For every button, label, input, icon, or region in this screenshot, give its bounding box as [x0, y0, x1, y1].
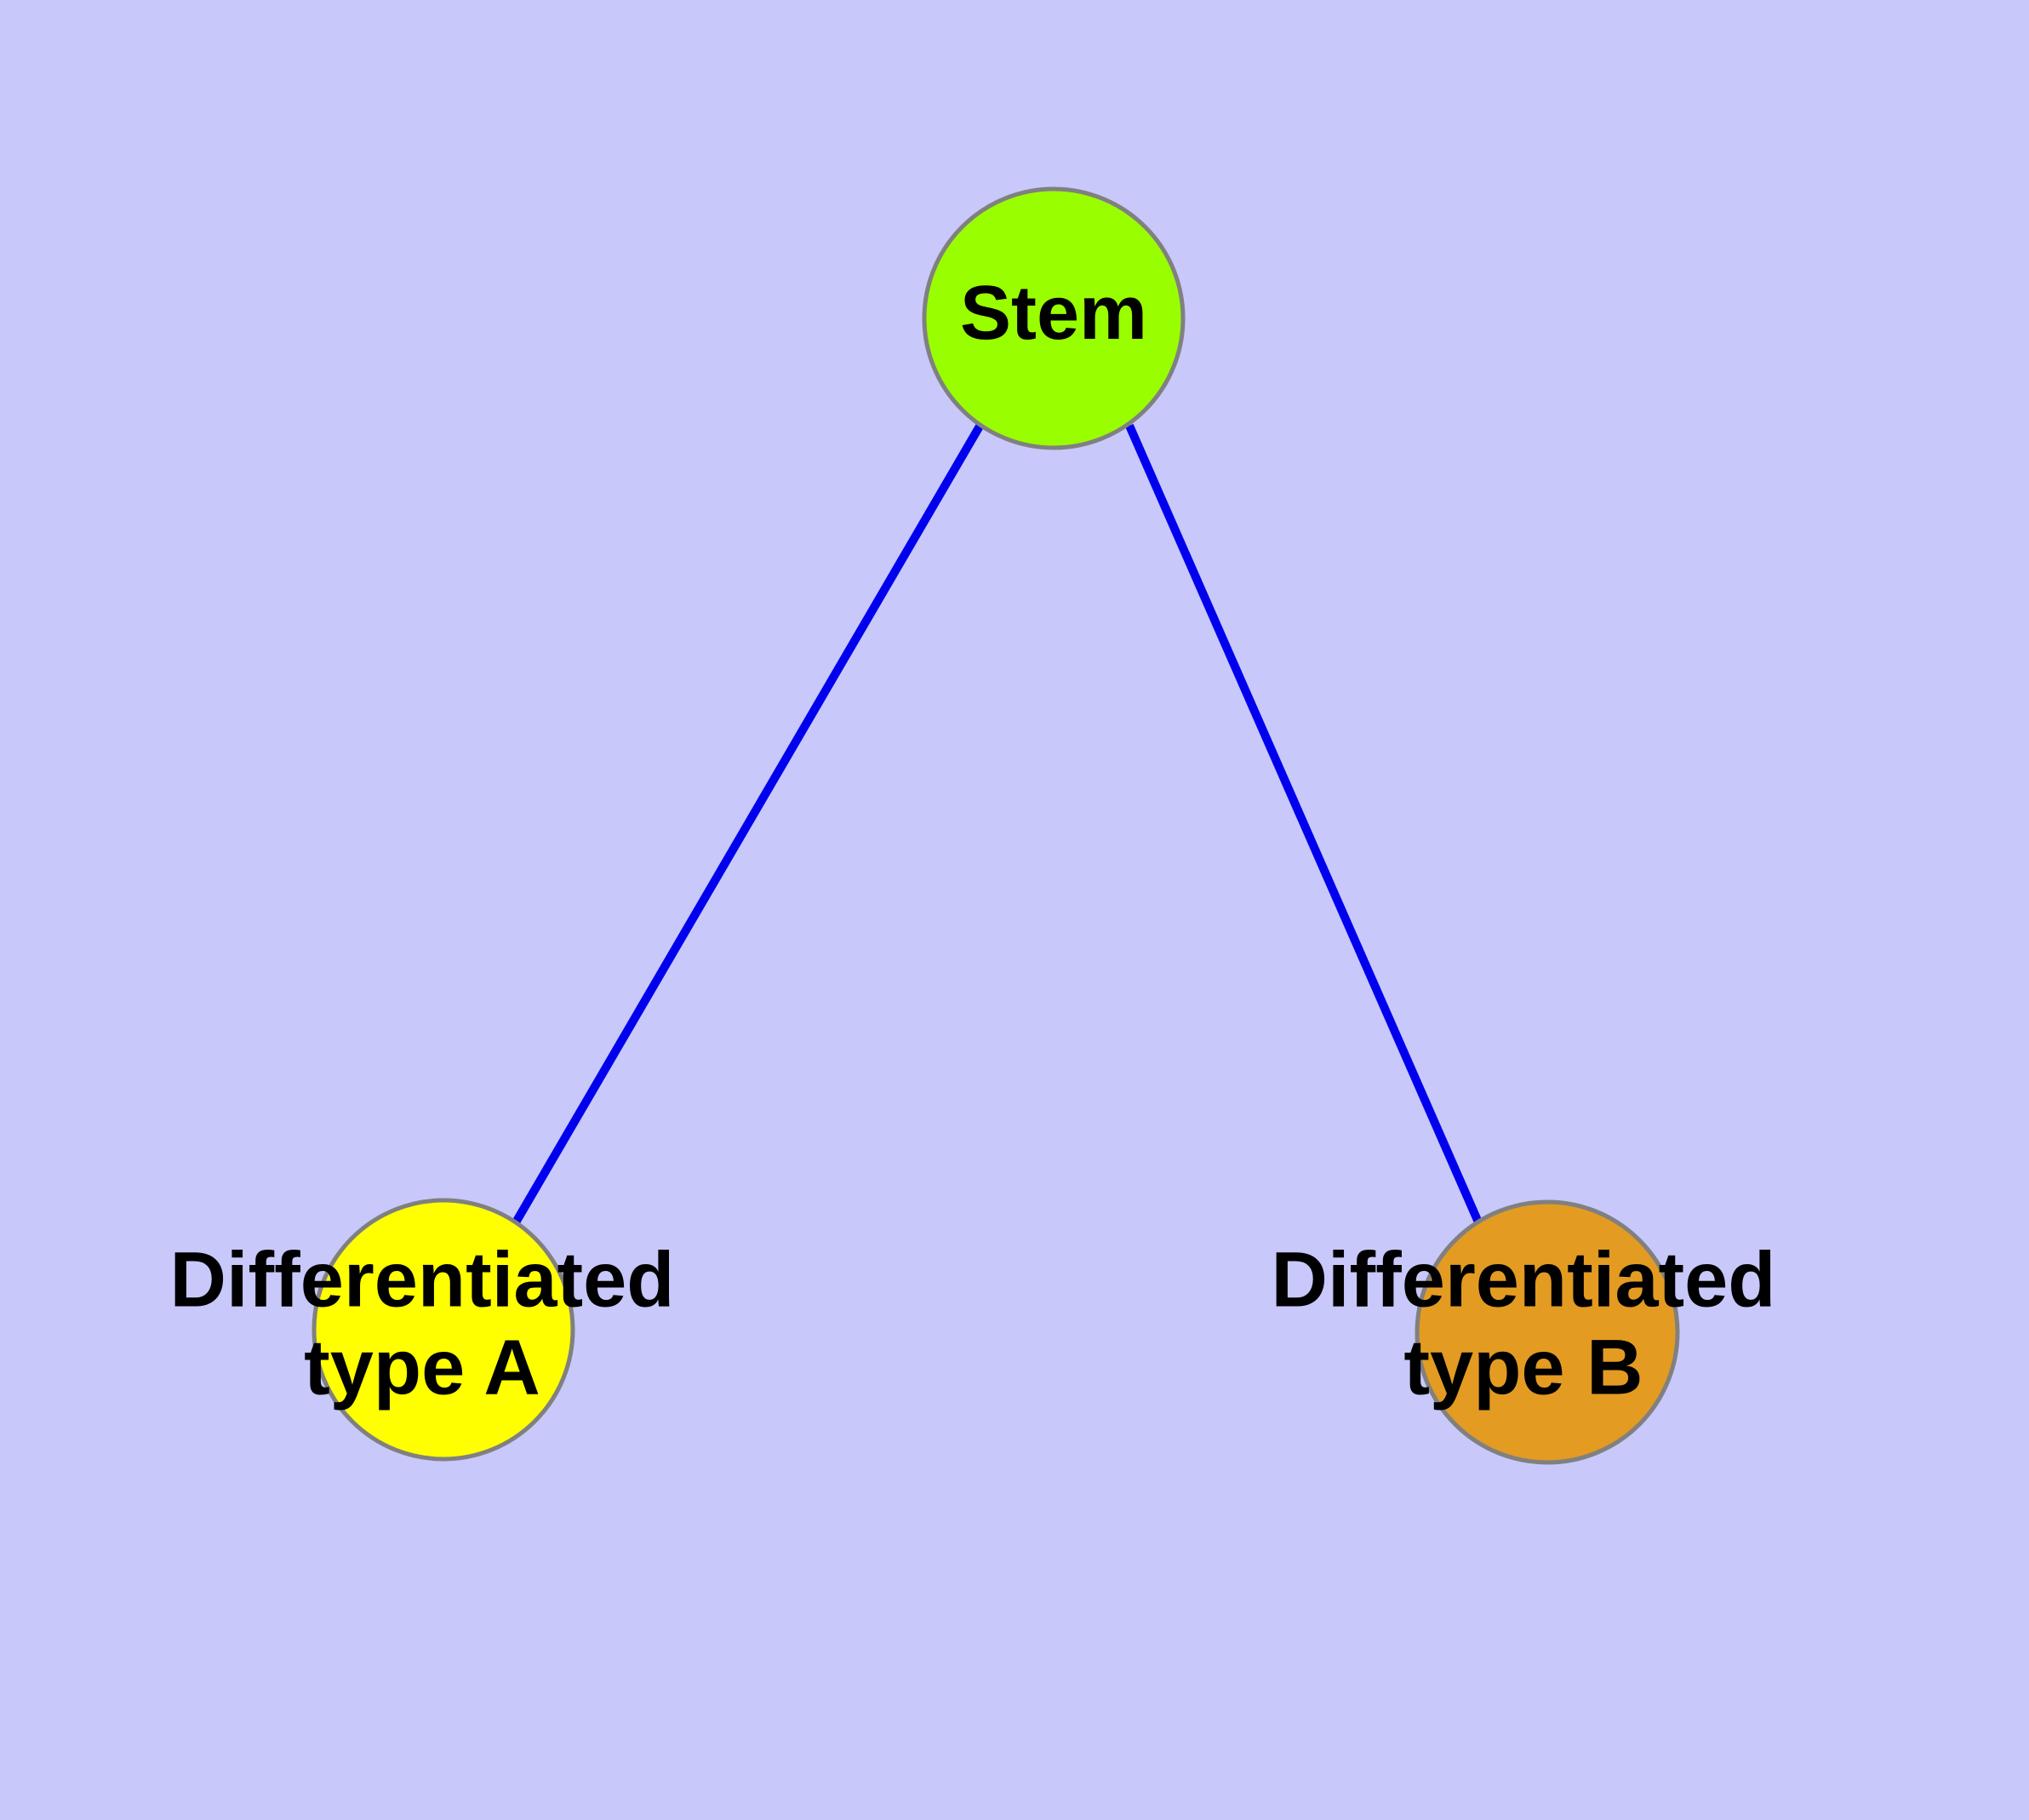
node-stem-label: Stem [960, 271, 1147, 356]
edge-layer [512, 422, 1483, 1227]
node-stem-circle[interactable] [922, 186, 1186, 450]
node-differentiated-type-b-circle[interactable] [1415, 1199, 1680, 1465]
edge-stem-to-differentiated-type-a[interactable] [512, 422, 985, 1225]
node-differentiated-type-a-circle[interactable] [311, 1198, 575, 1462]
node-layer [311, 186, 1680, 1465]
edge-stem-to-differentiated-type-b[interactable] [1125, 423, 1483, 1227]
